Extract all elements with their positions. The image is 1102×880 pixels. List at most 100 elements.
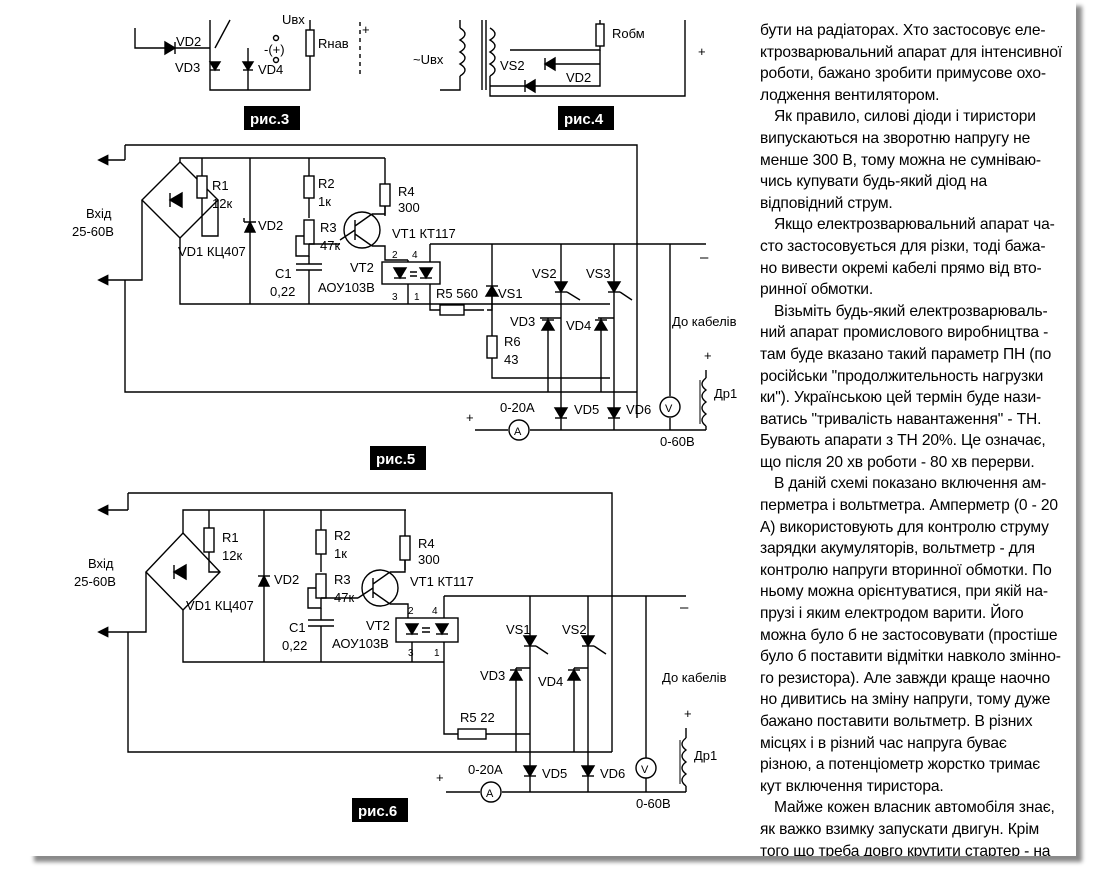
svg-text:1: 1 <box>414 292 420 303</box>
fig4-vs2-label: VS2 <box>500 58 525 73</box>
svg-text:Др1: Др1 <box>714 386 737 401</box>
article-line: що після 20 хв роботи - 80 хв перерви. <box>760 453 1035 471</box>
article-line: но дивитись на зміну напруги, тому дуже <box>760 691 1051 709</box>
svg-text:VD1 КЦ407: VD1 КЦ407 <box>186 598 254 613</box>
figure-4: ~Uвх VS2 VD2 Rобм + <box>413 20 706 97</box>
fig3-rnav-label: Rнав <box>318 36 349 51</box>
article-line: ктрозварювальний апарат для інтенсивної <box>760 43 1063 61</box>
fig3-uvx-label: Uвх <box>282 12 305 27</box>
svg-text:VT1 КТ117: VT1 КТ117 <box>410 574 474 589</box>
fig4-robm-label: Rобм <box>612 26 645 41</box>
fig4-caption: рис.4 <box>558 106 614 130</box>
svg-text:Вхід: Вхід <box>86 206 112 221</box>
svg-text:VD1 КЦ407: VD1 КЦ407 <box>178 244 246 259</box>
svg-text:–: – <box>680 599 689 616</box>
article-line: ринної обмотки. <box>760 281 874 299</box>
svg-text:A: A <box>514 426 522 438</box>
article-line: ний апарат промислового виробництва - <box>760 324 1049 342</box>
svg-text:+: + <box>436 770 444 785</box>
svg-text:VT1 КТ117: VT1 КТ117 <box>392 226 456 241</box>
svg-text:VD2: VD2 <box>258 218 283 233</box>
article-line: як важко взимку запускати двигун. Крім <box>760 820 1040 838</box>
svg-text:1: 1 <box>434 648 440 659</box>
figure-6 <box>97 492 688 803</box>
article-line: відповідний струм. <box>760 194 893 212</box>
article-line: ньому можна орієнтуватися, при якій на- <box>760 583 1048 601</box>
svg-text:47к: 47к <box>334 590 354 605</box>
fig5-labels: Вхід 25-60В R1 12к VD1 КЦ407 VD2 R2 1к R… <box>72 176 737 449</box>
article-line: но вивести окремі кабелі прямо від вто- <box>760 259 1042 277</box>
fig5-caption: рис.5 <box>370 446 426 470</box>
page-sheet <box>28 0 1076 856</box>
svg-text:+: + <box>704 348 712 363</box>
svg-text:VD5: VD5 <box>574 402 599 417</box>
article-line: чись купувати будь-який діод на <box>760 173 988 191</box>
svg-text:VD3: VD3 <box>480 668 505 683</box>
svg-text:До кабелів: До кабелів <box>662 670 727 685</box>
svg-text:1к: 1к <box>318 194 331 209</box>
svg-text:VS1: VS1 <box>506 622 531 637</box>
svg-text:V: V <box>641 764 649 776</box>
svg-text:300: 300 <box>418 552 440 567</box>
article-line: контролю напруги вторинної обмотки. По <box>760 561 1052 579</box>
figure-3: VD2 VD3 VD4 Uвх -(+) Rнав + <box>134 12 370 91</box>
svg-text:R1: R1 <box>212 178 229 193</box>
svg-text:12к: 12к <box>212 196 232 211</box>
svg-text:VS3: VS3 <box>586 266 611 281</box>
article-line: зарядки акумуляторів, вольтметр - для <box>760 540 1035 558</box>
svg-text:рис.5: рис.5 <box>376 451 415 468</box>
article-text-column: бути на радіаторах. Хто застосовує еле-к… <box>760 20 1076 856</box>
svg-text:R5 22: R5 22 <box>460 710 495 725</box>
svg-text:+: + <box>466 410 474 425</box>
article-line: було б поставити відмітки навколо змінно… <box>760 648 1061 666</box>
svg-text:VD4: VD4 <box>566 318 591 333</box>
article-line: там буде вказано такий параметр ПН (по <box>760 345 1052 363</box>
article-line: менше 300 В, тому можна не сумніваю- <box>760 151 1041 169</box>
svg-text:Др1: Др1 <box>694 748 717 763</box>
svg-text:25-60В: 25-60В <box>72 224 114 239</box>
svg-text:VS2: VS2 <box>532 266 557 281</box>
article-line: лодження вентилятором. <box>760 86 940 104</box>
svg-text:рис.4: рис.4 <box>564 111 604 128</box>
article-line: Майже кожен власник автомобіля знає, <box>774 799 1055 817</box>
fig6-caption: рис.6 <box>352 798 408 822</box>
svg-text:25-60В: 25-60В <box>74 574 116 589</box>
svg-text:2: 2 <box>408 606 414 617</box>
fig4-plus-label: + <box>698 44 706 59</box>
fig4-uvx-label: ~Uвх <box>413 52 444 67</box>
article-line: місцях і в різний час напруга буває <box>760 734 1007 752</box>
article-line: бажано поставити вольтметр. В різних <box>760 713 1033 730</box>
svg-text:R5 560: R5 560 <box>436 286 478 301</box>
svg-text:3: 3 <box>408 648 414 659</box>
fig4-vd2-label: VD2 <box>566 70 591 85</box>
article-line: перметра і вольтметра. Амперметр (0 - 20 <box>760 497 1058 515</box>
svg-text:рис.3: рис.3 <box>250 111 289 128</box>
svg-text:VD6: VD6 <box>626 402 651 417</box>
fig3-caption: рис.3 <box>244 106 300 130</box>
svg-text:R1: R1 <box>222 530 239 545</box>
svg-text:0-20А: 0-20А <box>468 762 503 777</box>
article-line: можна було б не застосовувати (простіше <box>760 626 1058 644</box>
fig3-plus-label: + <box>362 22 370 37</box>
svg-text:0,22: 0,22 <box>270 284 295 299</box>
svg-text:0-60В: 0-60В <box>636 796 671 811</box>
svg-text:R3: R3 <box>334 572 351 587</box>
article-line: В даній схемі показано включення ам- <box>774 475 1047 493</box>
svg-text:43: 43 <box>504 352 518 367</box>
article-line: різною, а потенціометр жорстко тримає <box>760 756 1041 774</box>
article-line: Як правило, силові діоди і тиристори <box>774 108 1036 126</box>
svg-text:3: 3 <box>392 292 398 303</box>
article-line: кут включення тиристора. <box>760 777 944 795</box>
svg-text:2: 2 <box>392 250 398 261</box>
svg-text:VS2: VS2 <box>562 622 587 637</box>
article-line: го резистора). Але завжди краще наочно <box>760 669 1051 687</box>
article-line: роботи, бажано зробити примусове охо- <box>760 65 1046 83</box>
article-line: Якщо електрозварювальний апарат ча- <box>774 216 1055 234</box>
svg-text:VT2: VT2 <box>366 618 390 633</box>
fig3-vd3-label: VD3 <box>175 60 200 75</box>
fig3-vd4-label: VD4 <box>258 62 283 77</box>
svg-text:VT2: VT2 <box>350 260 374 275</box>
svg-text:A: A <box>486 788 494 800</box>
svg-text:12к: 12к <box>222 548 242 563</box>
